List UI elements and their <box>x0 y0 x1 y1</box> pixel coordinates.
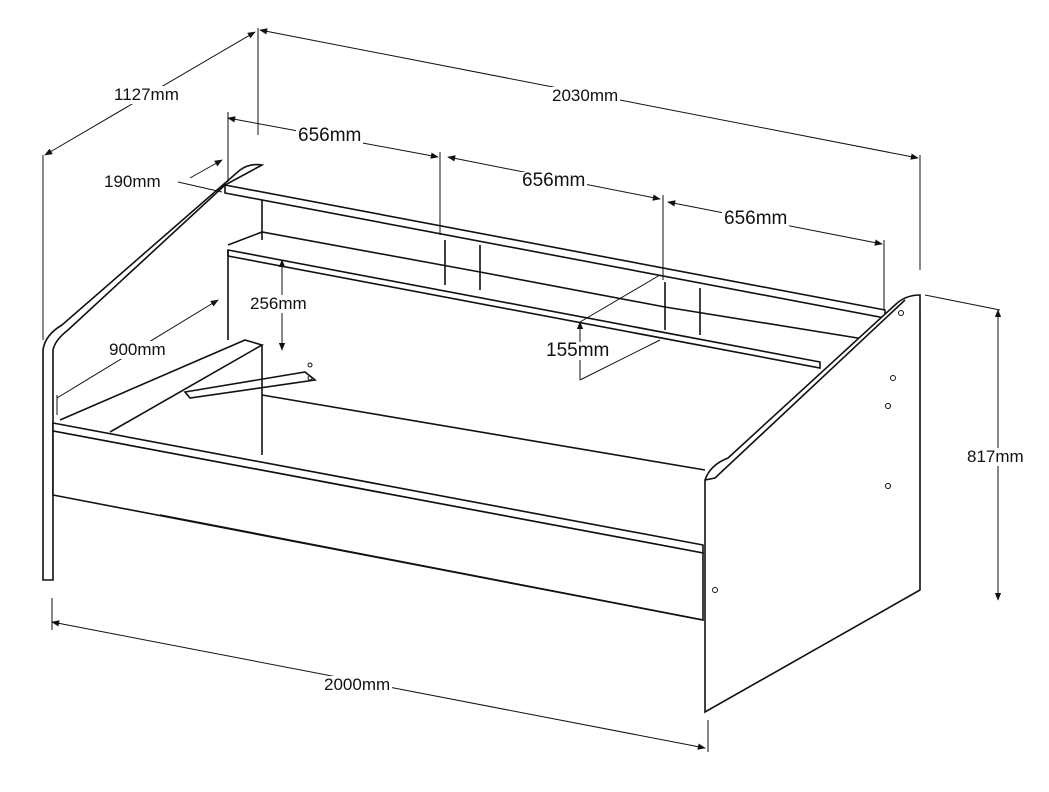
shelf-1-label: 656mm <box>296 125 364 146</box>
back-height-label: 256mm <box>248 294 309 313</box>
shelf-2-label: 656mm <box>520 170 588 191</box>
depth-total-label: 1127mm <box>112 85 181 104</box>
bed-body <box>42 163 921 714</box>
length-total-label: 2000mm <box>322 675 393 694</box>
shelf-3-label: 656mm <box>722 208 790 229</box>
shelf-depth-label: 190mm <box>102 172 163 191</box>
shelf-height-label: 155mm <box>544 340 612 361</box>
width-total-label: 2030mm <box>550 86 621 105</box>
mattress-width-label: 900mm <box>107 340 168 359</box>
height-total-label: 817mm <box>965 447 1026 466</box>
